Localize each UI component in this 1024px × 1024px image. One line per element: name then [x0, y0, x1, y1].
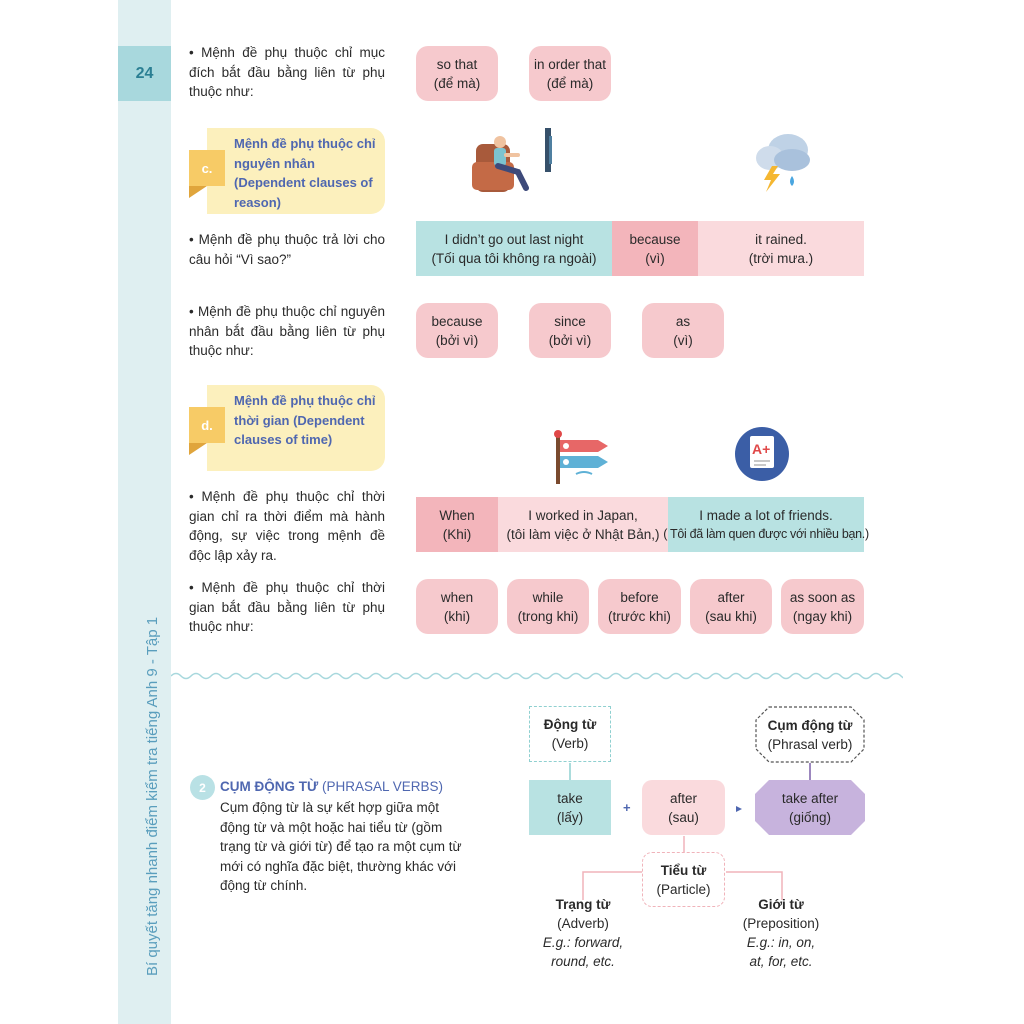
- section-d-title: Mệnh đề phụ thuộc chỉ thời gian (Depende…: [207, 385, 385, 471]
- conj-pill: as soon as(ngay khi): [781, 579, 864, 634]
- page-number: 24: [118, 46, 171, 101]
- time-example-text: • Mệnh đề phụ thuộc chỉ thời gian chỉ ra…: [189, 489, 385, 563]
- section-d-fold: [189, 443, 207, 455]
- book-title: Bí quyết tăng nhanh điểm kiểm tra tiếng …: [144, 616, 161, 976]
- example-conj-cell: When(Khi): [416, 497, 498, 552]
- conj-pill: so that(để mà): [416, 46, 498, 101]
- conj-pill: as(vì): [642, 303, 724, 358]
- grade-badge-text: A+: [752, 441, 771, 457]
- conj-pill: since(bởi vì): [529, 303, 611, 358]
- reason-example-text: • Mệnh đề phụ thuộc trả lời cho câu hỏi …: [189, 232, 385, 267]
- diagram-connectors: [569, 763, 811, 900]
- section-c-letter: c.: [189, 150, 225, 186]
- conj-pill: after(sau khi): [690, 579, 772, 634]
- take-after-shape: [755, 780, 865, 835]
- conj-pill: while(trong khi): [507, 579, 589, 634]
- grade-badge-icon: [735, 427, 789, 481]
- adverb-block: Trạng từ (Adverb) E.g.: forward, round, …: [542, 897, 624, 969]
- section-2-paragraph: Cụm động từ là sự kết hợp giữa một động …: [220, 800, 462, 893]
- time-conj-text: • Mệnh đề phụ thuộc chỉ thời gian bắt đầ…: [189, 580, 385, 634]
- conj-pill: because(bởi vì): [416, 303, 498, 358]
- section-2-number: 2: [190, 775, 215, 800]
- section-c-fold: [189, 186, 207, 198]
- conj-pill: in order that(để mà): [529, 46, 611, 101]
- section-d-letter: d.: [189, 407, 225, 443]
- phrasal-verb-box: Cụm động từ(Phrasal verb): [767, 717, 853, 752]
- example-clause-cell: I made a lot of friends.( Tôi đã làm que…: [663, 497, 869, 552]
- verb-box: Động từ(Verb): [529, 706, 611, 762]
- reason-conj-text: • Mệnh đề phụ thuộc chỉ nguyên nhân bắt …: [189, 304, 385, 358]
- after-box: after(sau): [642, 780, 725, 835]
- take-box: take(lấy): [529, 780, 611, 835]
- example-clause-cell: it rained.(trời mưa.): [698, 221, 864, 276]
- preposition-block: Giới từ (Preposition) E.g.: in, on, at, …: [742, 897, 820, 969]
- section-2-heading: CỤM ĐỘNG TỪ (PHRASAL VERBS): [220, 779, 443, 794]
- phrasal-verb-octagon: [755, 706, 865, 763]
- section-c-title: Mệnh đề phụ thuộc chỉ nguyên nhân (Depen…: [207, 128, 385, 214]
- purpose-clause-text: • Mệnh đề phụ thuộc chỉ mục đích bắt đầu…: [189, 45, 385, 99]
- example-clause-cell: I worked in Japan,(tôi làm việc ở Nhật B…: [498, 497, 668, 552]
- conj-pill: before(trước khi): [598, 579, 681, 634]
- example-clause-cell: I didn’t go out last night(Tối qua tôi k…: [416, 221, 612, 276]
- person-watching-tv-icon: [472, 128, 552, 192]
- plus-sign: +: [623, 800, 631, 815]
- particle-box: Tiểu từ(Particle): [642, 852, 725, 907]
- sidebar: [118, 0, 171, 1024]
- wavy-divider: [171, 672, 903, 680]
- example-conj-cell: because(vì): [612, 221, 698, 276]
- storm-cloud-icon: [756, 134, 810, 192]
- conj-pill: when(khi): [416, 579, 498, 634]
- carp-streamer-icon: [554, 430, 608, 484]
- take-after-box: take after(giống): [781, 790, 839, 825]
